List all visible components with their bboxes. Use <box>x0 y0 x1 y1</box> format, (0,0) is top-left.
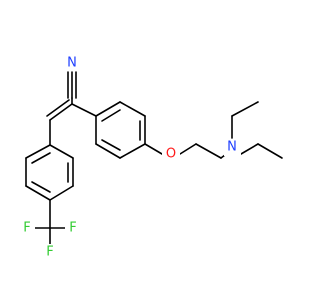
molecule-drawing: N O N F F F <box>19 55 283 260</box>
nitrile-n-label: N <box>67 56 77 71</box>
bond-alkene-1 <box>49 103 73 121</box>
ring-b-1 <box>49 144 74 159</box>
bond-ch2-ch2 <box>195 143 222 159</box>
ring-a-inner-3 <box>101 139 121 151</box>
ring-b-6 <box>25 144 51 159</box>
amine-n-backdrop <box>224 139 241 156</box>
bond-n-ethyl-b2 <box>257 143 283 159</box>
ring-a-2 <box>119 101 146 117</box>
amine-n-label: N <box>227 140 237 155</box>
bond-o-to-ch2 <box>179 143 197 155</box>
ether-o-backdrop <box>162 146 180 162</box>
ring-b-3 <box>49 185 74 201</box>
fluorine-3-label: F <box>69 221 76 236</box>
ring-b-inner-3 <box>31 152 51 164</box>
bond-n-ethyl-a2 <box>231 101 259 117</box>
fluorine-2-backdrop <box>19 220 35 236</box>
ring-b-4 <box>25 185 51 201</box>
ring-a-4 <box>119 143 146 159</box>
ether-o-label: O <box>166 147 176 162</box>
bond-alkene-to-ring-a <box>71 103 97 117</box>
ring-a-5 <box>95 143 121 159</box>
ring-a-1 <box>95 101 121 117</box>
nitrile-n-backdrop <box>64 55 80 71</box>
fluorine-2-label: F <box>23 221 30 236</box>
bonds <box>25 71 283 246</box>
fluorine-3-backdrop <box>65 220 81 236</box>
atom-labels: N O N F F F <box>19 55 241 260</box>
ring-a-inner-1 <box>101 109 121 122</box>
structure-canvas: N O N F F F <box>19 55 283 260</box>
bond-ring-a-to-o <box>144 143 163 155</box>
bond-alkene-2 <box>46 99 70 117</box>
bond-n-ethyl-b1 <box>240 143 259 155</box>
fluorine-1-label: F <box>46 245 53 260</box>
fluorine-1-backdrop <box>42 244 58 260</box>
ring-b-inner-2 <box>31 181 51 193</box>
